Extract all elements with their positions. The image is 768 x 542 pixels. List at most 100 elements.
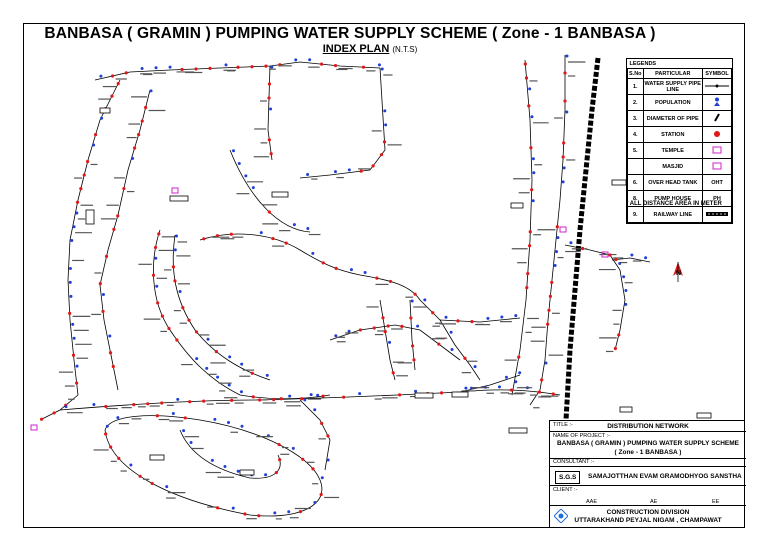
- tb-client-label: CLIENT :-: [553, 487, 578, 493]
- legend-col-symbol: SYMBOL: [702, 68, 732, 79]
- station-marker: [71, 353, 76, 357]
- station-marker: [527, 104, 531, 108]
- station-marker: [272, 397, 276, 402]
- population-marker: [569, 241, 573, 245]
- station-marker: [398, 393, 402, 397]
- station-marker: [175, 338, 179, 342]
- population-marker: [624, 289, 628, 293]
- station-marker: [379, 153, 384, 157]
- station-marker: [98, 282, 102, 286]
- temple-marker: [30, 424, 38, 431]
- population-marker: [644, 256, 648, 260]
- population-marker: [240, 424, 244, 428]
- tb-consultant-label-row: CONSULTANT :-: [550, 459, 746, 467]
- station-marker: [160, 314, 165, 318]
- population-marker: [500, 315, 504, 319]
- pipe-west-trunk-2: [99, 89, 151, 391]
- population-marker: [544, 361, 548, 365]
- pipe-curve: [153, 229, 331, 400]
- station-marker: [153, 245, 158, 250]
- oht-label-box: [85, 209, 95, 225]
- population-marker: [168, 65, 172, 69]
- pipe-east-branch: [564, 244, 626, 351]
- population-marker: [384, 123, 388, 127]
- station-marker: [122, 186, 126, 191]
- station-marker: [250, 65, 254, 69]
- tb-title-value: DISTRIBUTION NETWORK: [607, 423, 689, 430]
- station-marker: [229, 232, 233, 236]
- population-marker: [532, 171, 536, 175]
- population-marker: [265, 373, 269, 377]
- station-marker: [269, 152, 273, 156]
- oht-label-box: [510, 202, 524, 209]
- station-marker: [110, 94, 114, 98]
- population-marker: [236, 469, 240, 473]
- station-marker: [298, 510, 302, 514]
- legend-heading: LEGENDS: [629, 60, 657, 67]
- station-marker: [116, 214, 120, 218]
- population-marker: [99, 74, 103, 78]
- station-marker: [358, 328, 362, 332]
- station-marker: [279, 397, 283, 401]
- station-marker: [171, 265, 176, 269]
- station-marker: [523, 62, 527, 66]
- population-marker: [227, 421, 231, 425]
- population-marker: [316, 393, 320, 397]
- station-marker: [112, 227, 116, 231]
- pipe-south-loop: [104, 415, 323, 517]
- population-marker: [173, 248, 177, 252]
- station-marker: [437, 342, 441, 346]
- oht-label-box: [169, 195, 189, 202]
- station-marker: [230, 398, 234, 402]
- station-marker: [526, 272, 530, 276]
- station-marker: [138, 474, 142, 478]
- station-marker: [117, 456, 121, 460]
- division-line2: UTTARAKHAND PEYJAL NIGAM , CHAMPAWAT: [574, 517, 722, 524]
- tb-consultant-row: S.G.S SAMAJOTTHAN EVAM GRAMODHYOG SANSTH…: [550, 467, 746, 486]
- temple-marker: [171, 187, 179, 194]
- station-marker: [400, 324, 404, 328]
- station-marker: [381, 316, 385, 320]
- oht-label-box: [619, 406, 633, 413]
- division-line1: CONSTRUCTION DIVISION: [606, 509, 690, 516]
- population-marker: [449, 330, 453, 334]
- station-marker: [274, 470, 278, 475]
- drawing-title: BANBASA ( GRAMIN ) PUMPING WATER SUPPLY …: [44, 25, 656, 42]
- population-marker: [69, 294, 73, 298]
- station-marker: [271, 236, 275, 241]
- legend-no: 6.: [627, 174, 644, 191]
- population-marker: [182, 429, 186, 433]
- station-marker: [463, 356, 467, 360]
- station-marker: [194, 330, 199, 334]
- station-marker: [236, 65, 240, 69]
- population-marker: [556, 236, 560, 240]
- station-marker: [456, 319, 460, 323]
- legend-row: 5. TEMPLE: [627, 142, 732, 159]
- station-marker: [301, 457, 305, 461]
- population-marker: [444, 315, 448, 319]
- population-marker: [71, 322, 75, 326]
- population-marker: [514, 380, 518, 384]
- station-marker: [156, 301, 160, 305]
- station-marker: [132, 403, 136, 407]
- population-marker: [70, 238, 74, 242]
- station-marker: [334, 266, 338, 270]
- population-marker: [165, 485, 169, 489]
- station-marker: [517, 355, 521, 359]
- station-marker: [359, 169, 363, 173]
- consultant-code: S.G.S: [555, 471, 581, 484]
- pipe-line-icon: [702, 78, 732, 95]
- station-marker: [524, 76, 529, 80]
- station-marker: [413, 292, 417, 296]
- population-marker: [72, 225, 76, 229]
- station-marker: [509, 388, 514, 392]
- station-marker: [563, 99, 567, 103]
- station-marker: [319, 62, 324, 66]
- legend-particular: STATION: [642, 126, 704, 143]
- station-marker: [375, 276, 379, 280]
- population-marker: [313, 500, 317, 504]
- tb-division-row: CONSTRUCTION DIVISION UTTARAKHAND PEYJAL…: [550, 506, 746, 529]
- legend-row: 6. OVER HEAD TANK OHT: [627, 174, 732, 191]
